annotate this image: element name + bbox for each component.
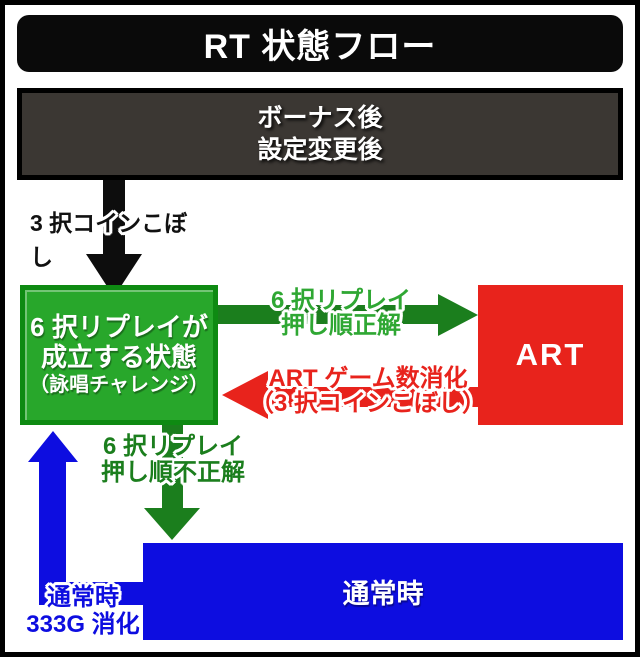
replay-state-box: 6 択リプレイが 成立する状態 （詠唱チャレンジ） bbox=[20, 285, 218, 425]
art-games-consumed-line2: （3 択コインこぼし） bbox=[249, 390, 486, 417]
start-state-line2: 設定変更後 bbox=[257, 136, 383, 164]
green-right-arrow bbox=[218, 294, 478, 336]
replay-state-line2: 成立する状態 bbox=[40, 342, 197, 372]
replay-state-line1: 6 択リプレイが bbox=[30, 312, 208, 342]
normal-state-box: 通常時 bbox=[143, 543, 623, 640]
start-state-box: ボーナス後 設定変更後 bbox=[17, 88, 623, 180]
blue-up-elbow-arrow bbox=[28, 431, 143, 605]
red-left-arrow bbox=[222, 371, 478, 419]
push-order-correct-line2: 押し順正解 bbox=[281, 312, 401, 339]
normal-333g-line2: 333G 消化 bbox=[26, 611, 140, 638]
black-down-arrow bbox=[86, 180, 142, 297]
coin-drop-label: 3 択コインこぼし bbox=[30, 210, 188, 270]
push-order-wrong-line2: 押し順不正解 bbox=[101, 459, 245, 486]
push-order-wrong-line1: 6 択リプレイ bbox=[102, 433, 243, 460]
normal-333g-label: 通常時 333G 消化 bbox=[10, 584, 156, 638]
page-title-text: RT 状態フロー bbox=[203, 28, 437, 66]
replay-state-line3: （詠唱チャレンジ） bbox=[29, 374, 209, 396]
push-order-correct-line1: 6 択リプレイ bbox=[270, 287, 411, 314]
push-order-wrong-label: 6 択リプレイ 押し順不正解 bbox=[95, 434, 251, 486]
art-games-consumed-line1: ART ゲーム数消化 bbox=[268, 365, 468, 392]
normal-333g-line1: 通常時 bbox=[47, 584, 119, 611]
art-state-label: ART bbox=[515, 337, 586, 372]
normal-state-label: 通常時 bbox=[342, 579, 424, 609]
page-title: RT 状態フロー bbox=[17, 15, 623, 72]
start-state-line1: ボーナス後 bbox=[257, 104, 383, 132]
art-games-consumed-label: ART ゲーム数消化 （3 択コインこぼし） bbox=[245, 366, 491, 416]
push-order-correct-label: 6 択リプレイ 押し順正解 bbox=[243, 288, 439, 338]
art-state-box: ART bbox=[478, 285, 623, 425]
green-down-arrow bbox=[144, 425, 200, 540]
